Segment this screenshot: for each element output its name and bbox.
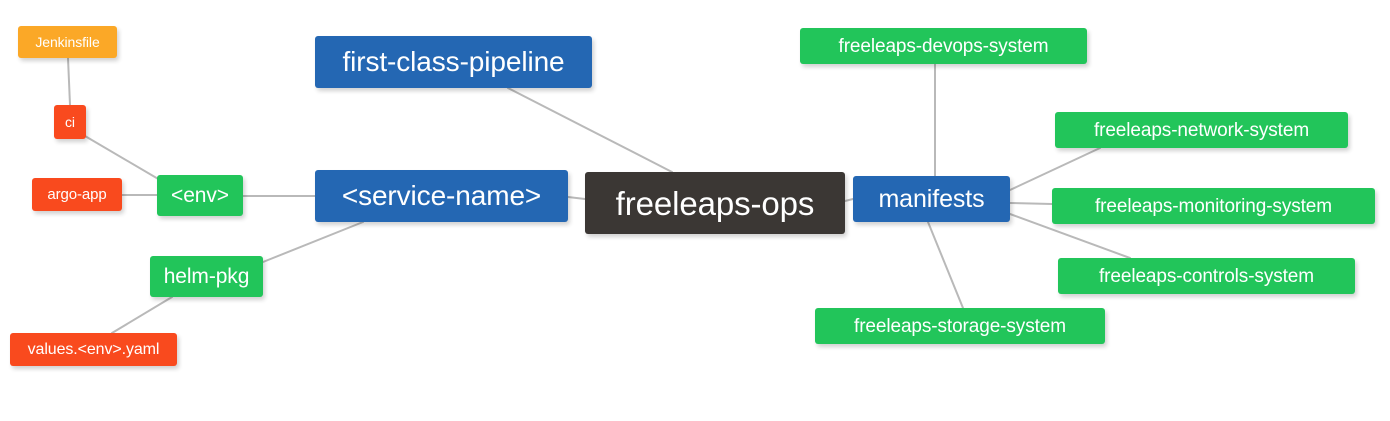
node-freeleaps-ops[interactable]: freeleaps-ops bbox=[585, 172, 845, 234]
edge-freeleaps-ops-to-manifests bbox=[844, 198, 854, 202]
node-freeleaps-monitoring-system[interactable]: freeleaps-monitoring-system bbox=[1052, 188, 1375, 224]
edge-jenkinsfile-to-ci bbox=[67, 57, 71, 106]
edge-ci-to-env bbox=[84, 135, 161, 181]
node-freeleaps-storage-system[interactable]: freeleaps-storage-system bbox=[815, 308, 1105, 344]
node-freeleaps-devops-system[interactable]: freeleaps-devops-system bbox=[800, 28, 1087, 64]
edge-manifests-to-freeleaps-monitoring-system bbox=[1009, 202, 1053, 205]
node-label-jenkinsfile: Jenkinsfile bbox=[35, 34, 100, 50]
node-label-ci: ci bbox=[65, 114, 75, 130]
edge-manifests-to-freeleaps-network-system bbox=[1009, 147, 1101, 191]
node-label-helm-pkg: helm-pkg bbox=[163, 265, 250, 288]
edge-service-name-to-helm-pkg bbox=[262, 221, 364, 263]
edge-manifests-to-freeleaps-storage-system bbox=[927, 221, 964, 309]
node-label-freeleaps-devops-system: freeleaps-devops-system bbox=[838, 35, 1049, 57]
edge-first-class-pipeline-to-freeleaps-ops bbox=[507, 87, 673, 173]
node-values-env-yaml[interactable]: values.<env>.yaml bbox=[10, 333, 177, 366]
node-label-freeleaps-network-system: freeleaps-network-system bbox=[1093, 119, 1310, 141]
node-first-class-pipeline[interactable]: first-class-pipeline bbox=[315, 36, 592, 88]
node-argo-app[interactable]: argo-app bbox=[32, 178, 122, 211]
node-ci[interactable]: ci bbox=[54, 105, 86, 139]
node-jenkinsfile[interactable]: Jenkinsfile bbox=[18, 26, 117, 58]
node-label-first-class-pipeline: first-class-pipeline bbox=[342, 46, 565, 77]
node-freeleaps-controls-system[interactable]: freeleaps-controls-system bbox=[1058, 258, 1355, 294]
node-label-argo-app: argo-app bbox=[47, 186, 107, 203]
node-label-freeleaps-monitoring-system: freeleaps-monitoring-system bbox=[1095, 195, 1332, 217]
node-env[interactable]: <env> bbox=[157, 175, 243, 216]
node-label-service-name: <service-name> bbox=[341, 180, 542, 211]
node-label-env: <env> bbox=[171, 184, 229, 207]
node-freeleaps-network-system[interactable]: freeleaps-network-system bbox=[1055, 112, 1348, 148]
node-label-freeleaps-controls-system: freeleaps-controls-system bbox=[1098, 265, 1315, 287]
node-label-values-env-yaml: values.<env>.yaml bbox=[27, 340, 160, 358]
node-service-name[interactable]: <service-name> bbox=[315, 170, 568, 222]
node-label-manifests: manifests bbox=[878, 184, 985, 213]
node-manifests[interactable]: manifests bbox=[853, 176, 1010, 222]
node-label-freeleaps-ops: freeleaps-ops bbox=[615, 184, 815, 222]
node-label-freeleaps-storage-system: freeleaps-storage-system bbox=[854, 315, 1066, 337]
edge-service-name-to-freeleaps-ops bbox=[567, 196, 586, 200]
edge-helm-pkg-to-values-env-yaml bbox=[111, 296, 173, 334]
node-helm-pkg[interactable]: helm-pkg bbox=[150, 256, 263, 297]
